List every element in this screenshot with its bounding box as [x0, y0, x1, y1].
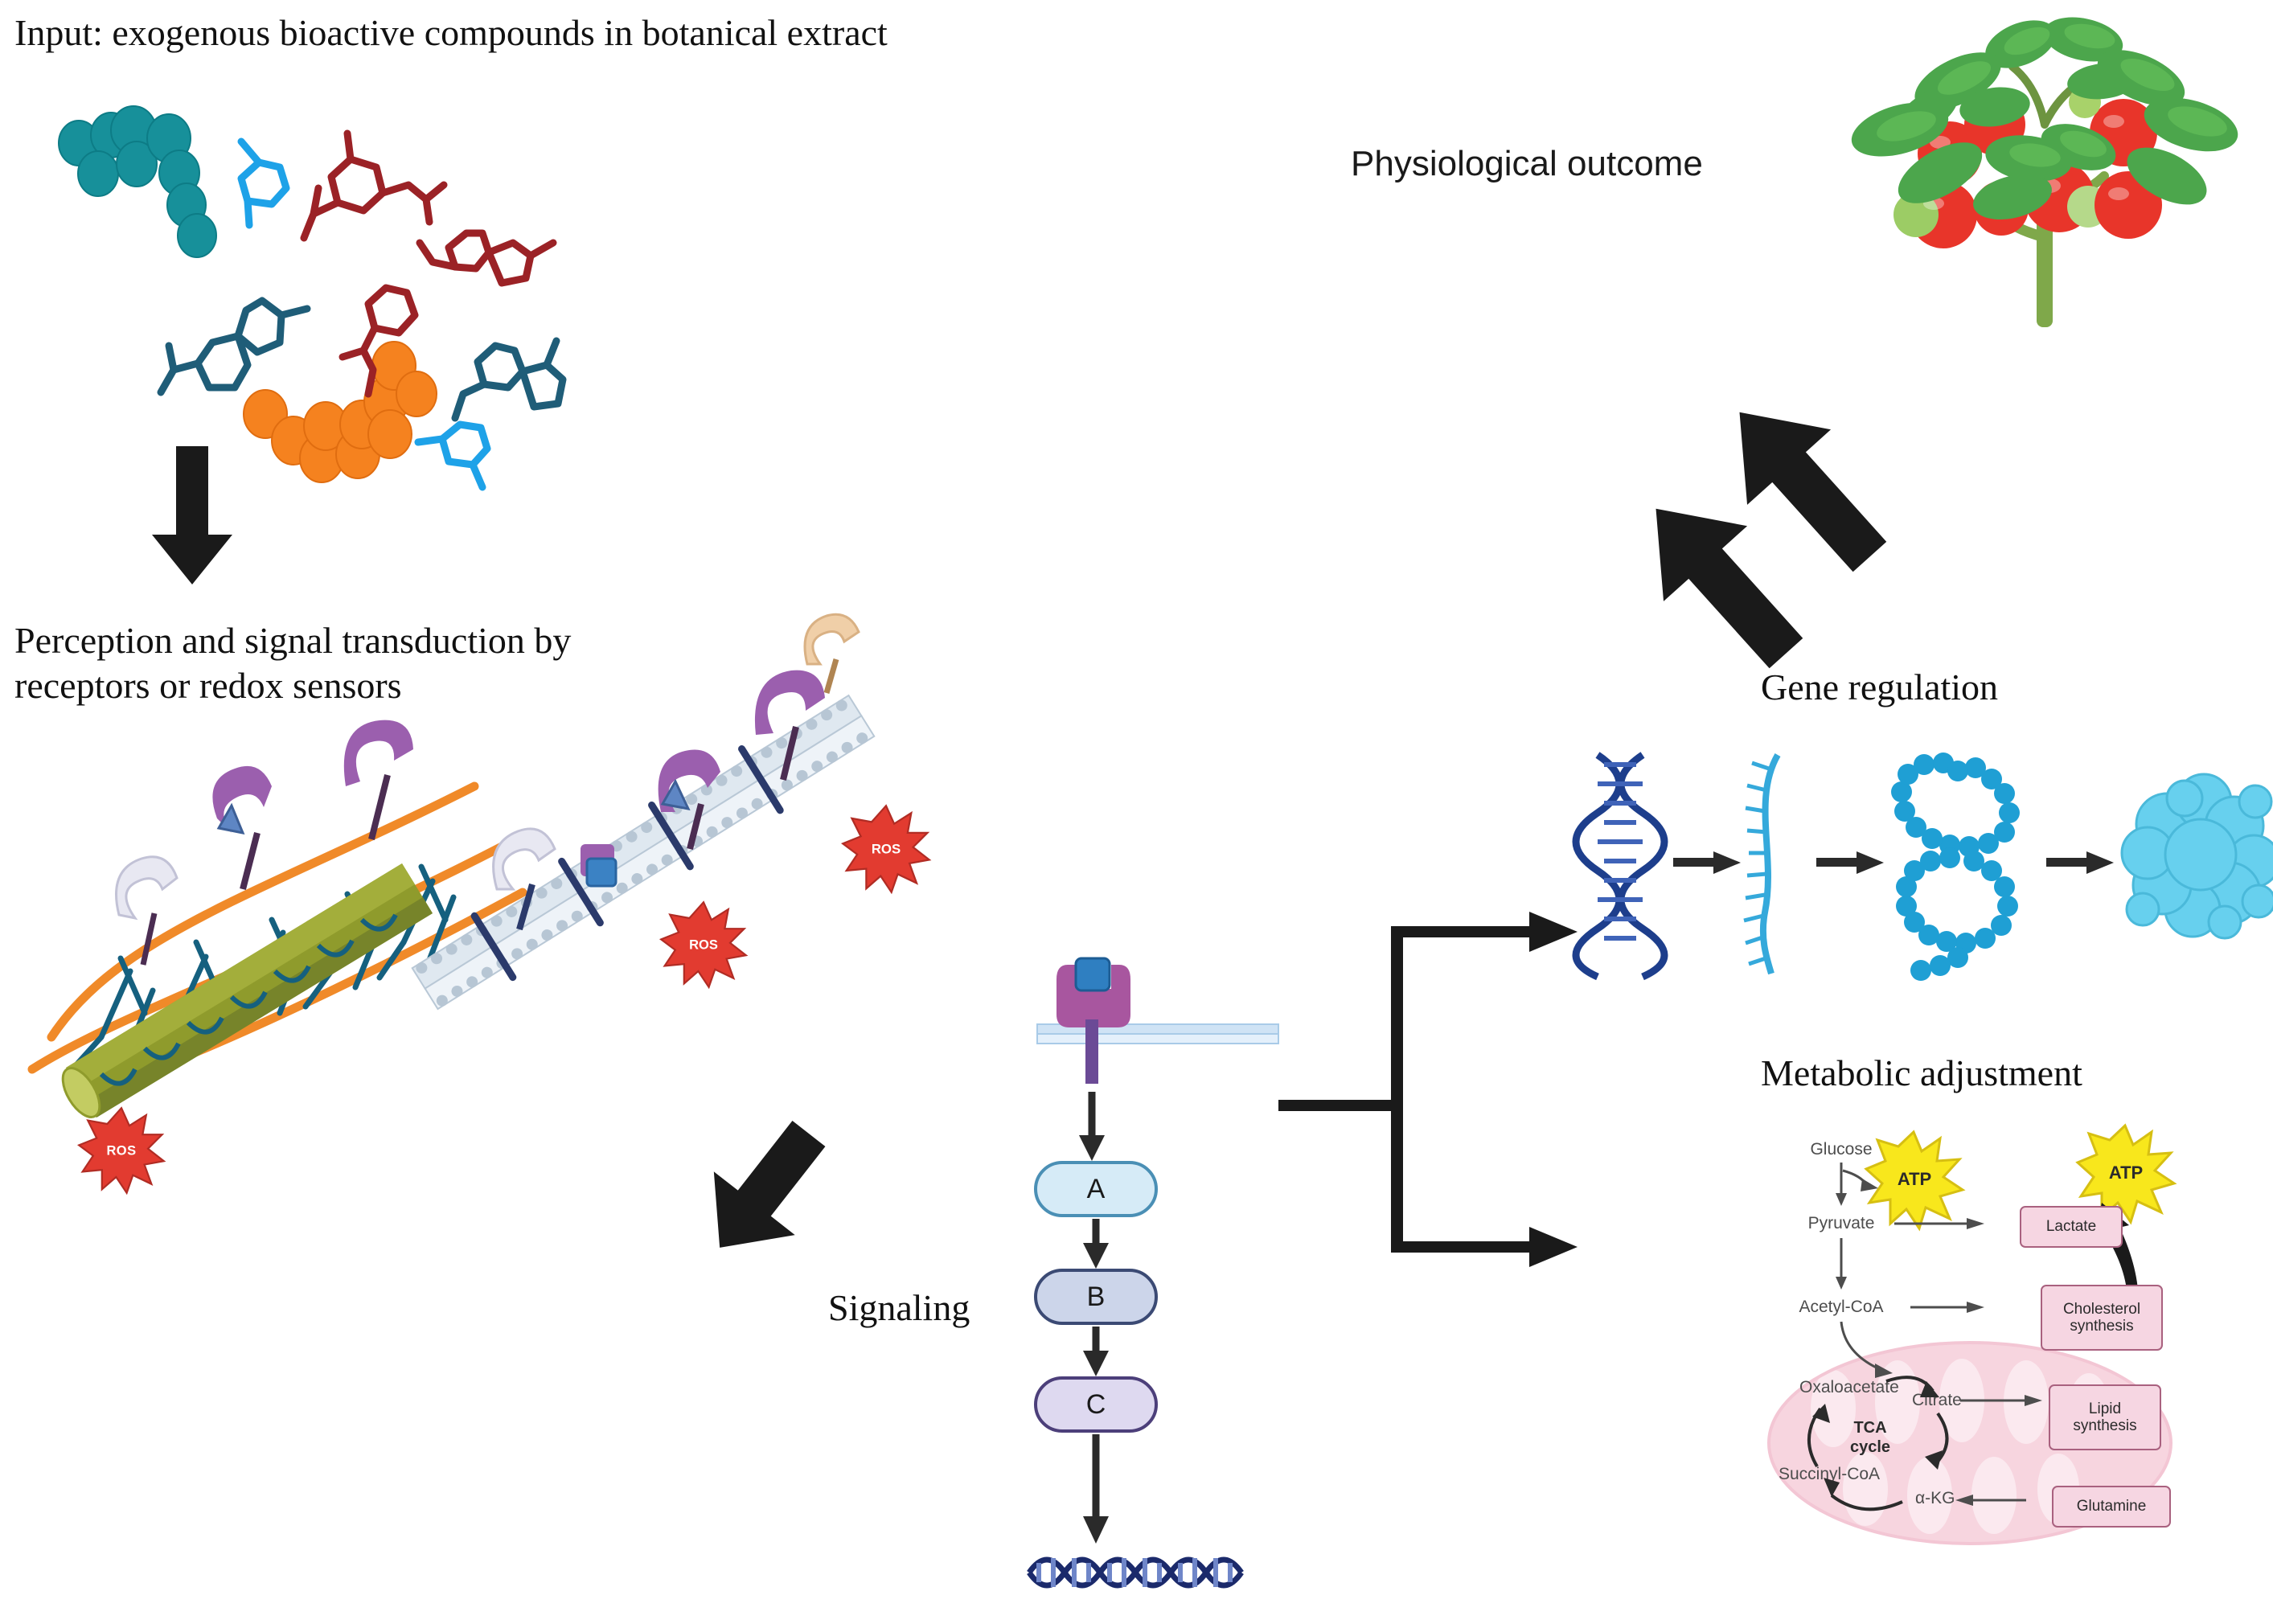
metabolite-acetyl-coa: Acetyl-CoA — [1799, 1298, 1883, 1316]
arrow-rna-to-peptide — [1816, 851, 1884, 874]
metabolite-glucose: Glucose — [1810, 1140, 1872, 1159]
alkaloid-molecule-icon — [157, 297, 311, 396]
arrow-perception-to-signaling — [713, 1120, 826, 1248]
atp-burst: ATP — [1864, 1130, 1966, 1232]
metabolic-box-glutamine: Glutamine — [2052, 1486, 2171, 1528]
arrow-peptide-to-protein — [2046, 851, 2114, 874]
tomato-plant-icon — [1851, 17, 2238, 327]
flavonoid-molecule-icon — [338, 284, 419, 398]
terpenoid-molecule-icon — [451, 337, 567, 422]
teal-polymer-icon — [58, 105, 217, 258]
metabolite-citrate: Citrate — [1912, 1391, 1962, 1409]
metabolic-box-glutamine-label: Glutamine — [2076, 1498, 2147, 1515]
ros-label: ROS — [106, 1144, 136, 1159]
polypeptide-chain-icon — [1891, 753, 2020, 981]
perception-heading-line1: Perception and signal transduction by — [14, 620, 572, 661]
cascade-node-b-label: B — [1087, 1282, 1106, 1312]
metabolite-alpha-kg: α-KG — [1915, 1489, 1955, 1507]
signaling-cascade: A B C — [1027, 957, 1279, 1589]
wall-receptor-purple-icon — [212, 765, 272, 890]
tca-cycle-label-line2: cycle — [1850, 1438, 1890, 1456]
wall-receptor-purple-2-icon — [343, 720, 413, 840]
plant-leaves-highlight — [1877, 23, 2227, 167]
tca-cycle-label-line1: TCA — [1853, 1419, 1886, 1437]
cascade-node-a: A — [1034, 1161, 1158, 1217]
dna-double-helix-icon — [1572, 752, 1668, 981]
cell-wall-illustration — [27, 720, 527, 1118]
cascade-node-b: B — [1034, 1269, 1158, 1325]
arrow-input-to-perception — [152, 446, 232, 584]
orange-polymer-icon — [243, 341, 437, 483]
metabolic-box-cholesterol-label: Cholesterol synthesis — [2062, 1300, 2141, 1335]
cascade-node-a-label: A — [1087, 1174, 1106, 1204]
cascade-node-c: C — [1034, 1376, 1158, 1433]
small-aromatic-2-icon — [414, 420, 491, 491]
metabolic-box-cholesterol-synthesis: Cholesterol synthesis — [2041, 1285, 2163, 1351]
plasma-membrane-illustration — [411, 613, 876, 1011]
membrane-receptor-white-icon — [492, 827, 556, 931]
fork-connector — [1278, 912, 1578, 1267]
metabolic-box-lactate: Lactate — [2020, 1206, 2123, 1248]
metabolic-box-lactate-label: Lactate — [2045, 1218, 2097, 1236]
arrow-to-outcome-lower — [1656, 508, 1803, 669]
gene-regulation-chain — [1572, 752, 2273, 981]
ros-label: ROS — [872, 842, 901, 857]
ros-burst: ROS — [76, 1106, 166, 1195]
metabolism-diagram: ATP ATP Glucose Pyruvate Acetyl-CoA Oxal… — [1767, 1123, 2177, 1545]
atp-label: ATP — [2109, 1163, 2143, 1183]
arrow-to-outcome-upper — [1739, 412, 1887, 572]
indole-molecule-icon — [416, 229, 557, 287]
molecule-cluster — [58, 105, 567, 491]
membrane-receptor-purple-2-icon — [754, 670, 825, 781]
metabolic-adjustment-heading: Metabolic adjustment — [1761, 1052, 2082, 1093]
metabolite-oxaloacetate: Oxaloacetate — [1799, 1378, 1899, 1396]
metabolite-pyruvate: Pyruvate — [1808, 1214, 1875, 1232]
signaling-receptor-icon — [1056, 957, 1130, 1084]
ros-burst: ROS — [840, 804, 932, 895]
transmembrane-domain-icon — [470, 745, 784, 982]
metabolic-box-lipid-label: Lipid synthesis — [2073, 1400, 2137, 1434]
phenolic-molecule-icon — [300, 129, 448, 242]
metabolic-box-lipid-synthesis: Lipid synthesis — [2049, 1384, 2161, 1450]
membrane-receptor-ligand-icon — [581, 844, 617, 888]
membrane-receptor-purple-icon — [658, 749, 720, 850]
atp-label: ATP — [1898, 1169, 1931, 1189]
physiological-outcome-heading: Physiological outcome — [1351, 144, 1703, 183]
arrow-dna-to-rna — [1673, 851, 1741, 874]
folded-protein-icon — [2120, 773, 2273, 940]
input-heading: Input: exogenous bioactive compounds in … — [14, 12, 888, 53]
mrna-strand-icon — [1743, 753, 1781, 975]
small-aromatic-icon — [237, 137, 290, 229]
signaling-label: Signaling — [828, 1287, 970, 1328]
membrane-receptor-tan-icon — [803, 613, 860, 694]
target-dna-icon — [1027, 1556, 1244, 1589]
cascade-node-c-label: C — [1086, 1389, 1106, 1420]
wall-receptor-white-icon — [115, 855, 178, 966]
gene-regulation-heading: Gene regulation — [1761, 666, 1999, 707]
ros-burst: ROS — [659, 900, 749, 990]
perception-heading-line2: receptors or redox sensors — [14, 665, 402, 706]
cellulose-microfibril-icon — [61, 863, 433, 1118]
atp-burst: ATP — [2075, 1123, 2177, 1225]
metabolite-succinyl-coa: Succinyl-CoA — [1779, 1465, 1880, 1483]
ros-label: ROS — [689, 938, 718, 953]
